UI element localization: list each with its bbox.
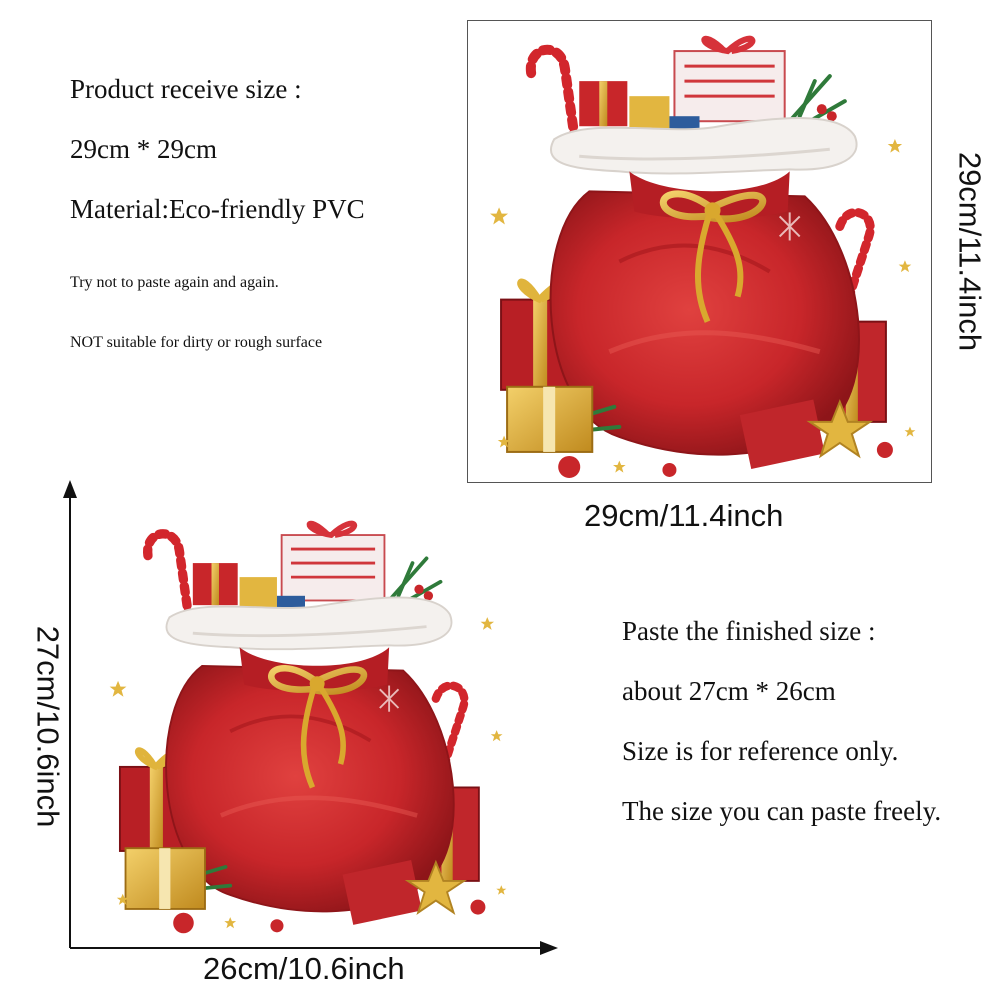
note-repaste: Try not to paste again and again. — [70, 274, 279, 291]
santa-sack-illustration-framed — [468, 21, 931, 482]
pasted-width-label: 26cm/10.6inch — [203, 951, 405, 986]
paste-freely-note: The size you can paste freely. — [622, 796, 942, 826]
framed-width-label: 29cm/11.4inch — [584, 498, 784, 533]
santa-sack-illustration-pasted — [90, 492, 520, 952]
material-text: Material:Eco-friendly PVC — [70, 194, 365, 224]
receive-size-value: 29cm * 29cm — [70, 134, 217, 164]
paste-size-heading: Paste the finished size : — [622, 616, 876, 646]
note-surface: NOT suitable for dirty or rough surface — [70, 334, 323, 351]
pasted-height-label: 27cm/10.6inch — [30, 625, 66, 828]
dimension-axes — [63, 480, 558, 955]
framed-height-label: 29cm/11.4inch — [952, 151, 988, 352]
paste-size-value: about 27cm * 26cm — [622, 676, 836, 706]
reference-note: Size is for reference only. — [622, 736, 899, 766]
receive-size-heading: Product receive size : — [70, 74, 302, 104]
product-frame — [467, 20, 932, 483]
